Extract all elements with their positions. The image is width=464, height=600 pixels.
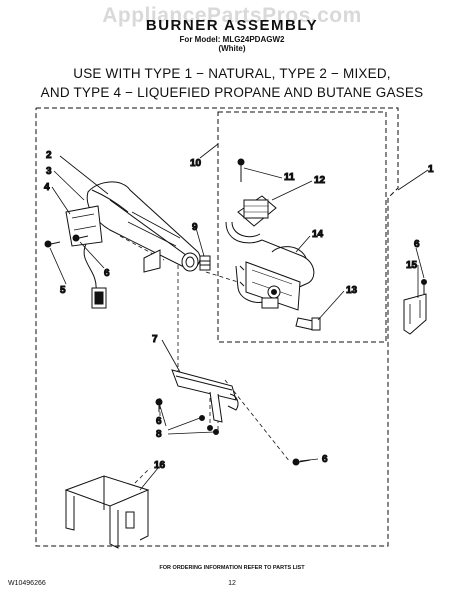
usage-note-line-1: USE WITH TYPE 1 − NATURAL, TYPE 2 − MIXE… — [73, 66, 391, 81]
ordering-note: FOR ORDERING INFORMATION REFER TO PARTS … — [159, 565, 305, 571]
sensor-bracket-item-15 — [403, 279, 427, 335]
model-line: For Model: MLG24PDAGW2 — [179, 35, 285, 44]
callout-1: 1 — [428, 164, 434, 175]
callout-10: 10 — [190, 158, 202, 169]
page-title: BURNER ASSEMBLY — [145, 17, 319, 34]
screw-item-5 — [44, 240, 61, 248]
screws-item-8 — [199, 415, 219, 435]
callout-5: 5 — [60, 285, 66, 296]
bracket-item-7 — [171, 369, 239, 423]
model-variant: (White) — [218, 44, 246, 53]
screw-item-6-left — [72, 234, 89, 242]
callout-leaders — [49, 143, 429, 491]
valve-box — [217, 111, 387, 343]
usage-note-line-2: AND TYPE 4 − LIQUEFIED PROPANE AND BUTAN… — [40, 85, 424, 100]
callout-6-left: 6 — [104, 268, 110, 279]
ignitor — [65, 205, 103, 291]
callout-12: 12 — [314, 175, 326, 186]
callout-6-sensor: 6 — [414, 239, 420, 250]
callout-8: 8 — [156, 429, 162, 440]
callout-7: 7 — [152, 334, 158, 345]
assembly-boundary — [35, 107, 399, 547]
callout-16: 16 — [154, 460, 166, 471]
nozzle-item-13 — [295, 317, 321, 331]
callout-11: 11 — [284, 172, 295, 183]
page-number: 12 — [228, 580, 236, 587]
document-id: W10496266 — [8, 580, 46, 587]
bracket-small — [143, 249, 161, 273]
callout-15: 15 — [406, 260, 418, 271]
callout-6-right: 6 — [322, 454, 328, 465]
callout-4: 4 — [44, 182, 50, 193]
orifice-item-9 — [199, 255, 211, 271]
callout-9: 9 — [192, 222, 198, 233]
gas-valve — [225, 195, 315, 311]
screw-item-6-bottom — [155, 398, 163, 412]
watermark: AppliancePartsPros.com — [102, 4, 362, 27]
callout-13: 13 — [346, 285, 358, 296]
callout-2: 2 — [46, 150, 52, 161]
callout-6-bottom: 6 — [156, 416, 162, 427]
bracket-item-16 — [64, 475, 150, 549]
callout-3: 3 — [46, 166, 52, 177]
wire-connector — [91, 287, 107, 309]
screw-item-11 — [237, 158, 245, 182]
callout-14: 14 — [312, 229, 324, 240]
